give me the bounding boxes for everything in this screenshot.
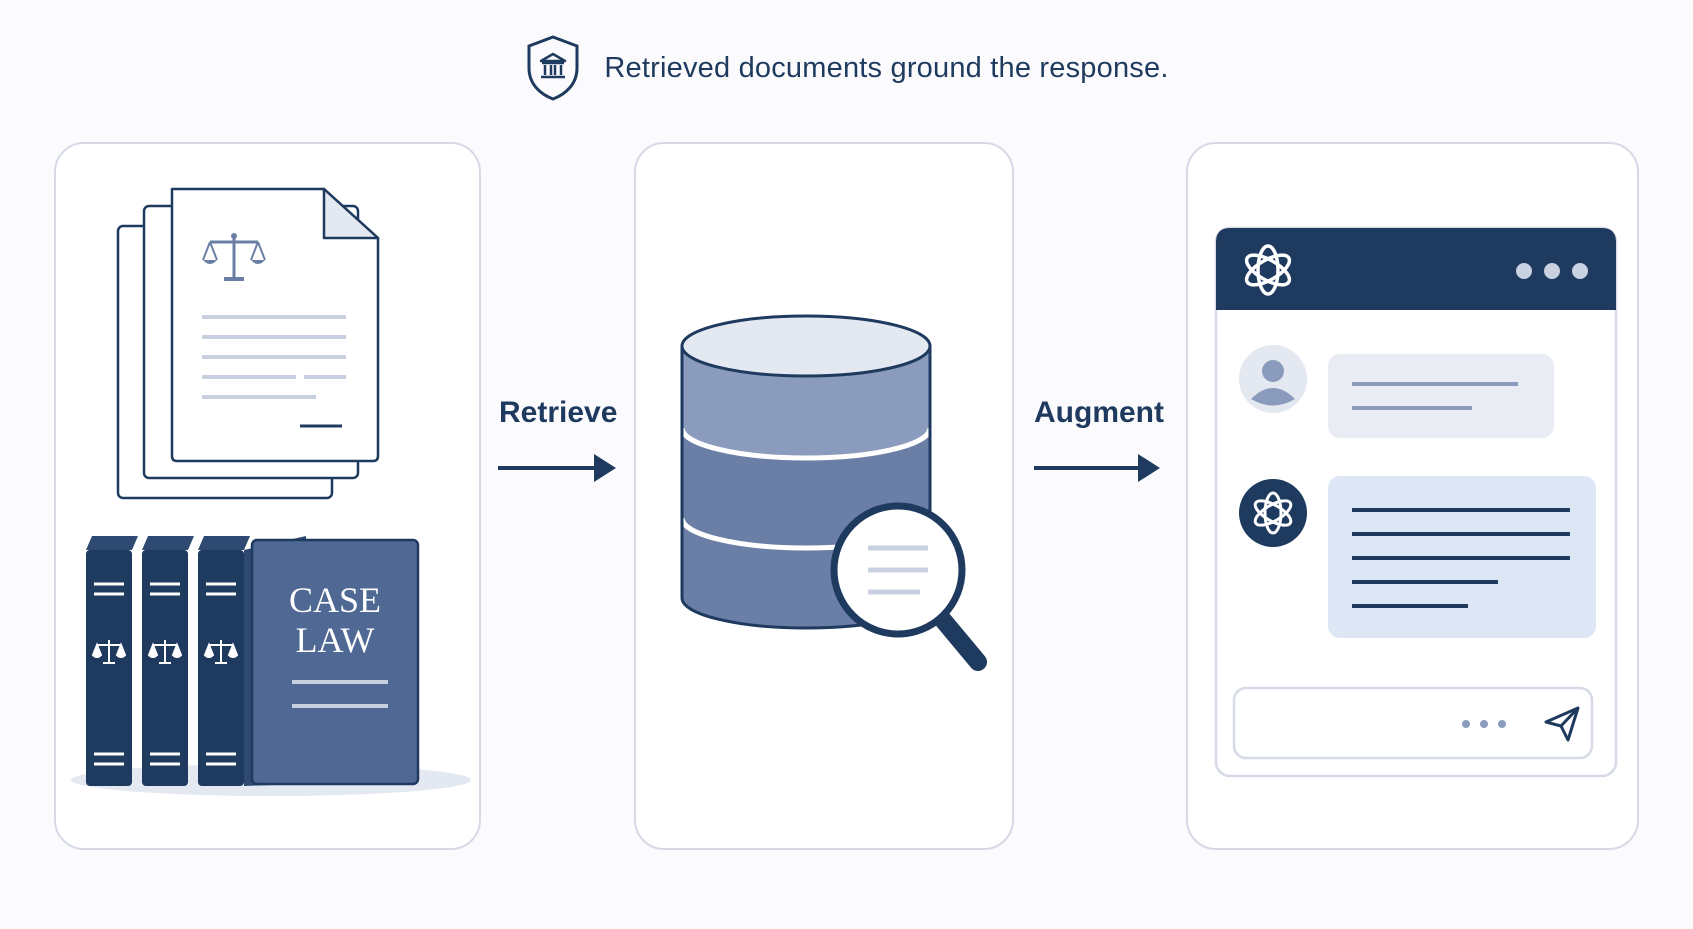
- assistant-message-bubble: [1328, 476, 1596, 638]
- header: Retrieved documents ground the response.: [0, 28, 1693, 108]
- assistant-avatar-icon: [1239, 479, 1307, 547]
- sources-panel: CASE LAW: [54, 142, 481, 850]
- arrow-right-icon: [498, 454, 616, 482]
- header-caption: Retrieved documents ground the response.: [604, 51, 1169, 84]
- magnifier-icon: [830, 502, 987, 671]
- scales-icon: [202, 233, 266, 281]
- typing-dot: [1480, 720, 1488, 728]
- case-law-book: CASE LAW: [244, 536, 420, 786]
- arrow-right-icon: [1034, 454, 1160, 482]
- send-icon[interactable]: [1542, 704, 1582, 744]
- assistant-logo-icon[interactable]: [1238, 240, 1298, 300]
- typing-dot: [1462, 720, 1470, 728]
- law-book: [86, 536, 138, 786]
- retrieve-label: Retrieve: [499, 396, 618, 429]
- chat-panel: [1186, 142, 1639, 850]
- law-book: [142, 536, 194, 786]
- typing-dot: [1498, 720, 1506, 728]
- more-dots-icon[interactable]: [1514, 260, 1590, 282]
- law-books-icon: CASE LAW: [71, 536, 471, 796]
- user-message-bubble: [1328, 354, 1554, 438]
- shield-courthouse-icon: [527, 35, 579, 101]
- database-panel: [634, 142, 1014, 850]
- law-book: [198, 536, 250, 786]
- user-avatar-icon: [1239, 345, 1307, 413]
- document-stack-icon: [116, 187, 380, 500]
- case-law-title-line2: LAW: [295, 620, 374, 660]
- augment-label: Augment: [1034, 396, 1164, 429]
- case-law-title-line1: CASE: [289, 580, 381, 620]
- chat-input[interactable]: [1232, 686, 1596, 762]
